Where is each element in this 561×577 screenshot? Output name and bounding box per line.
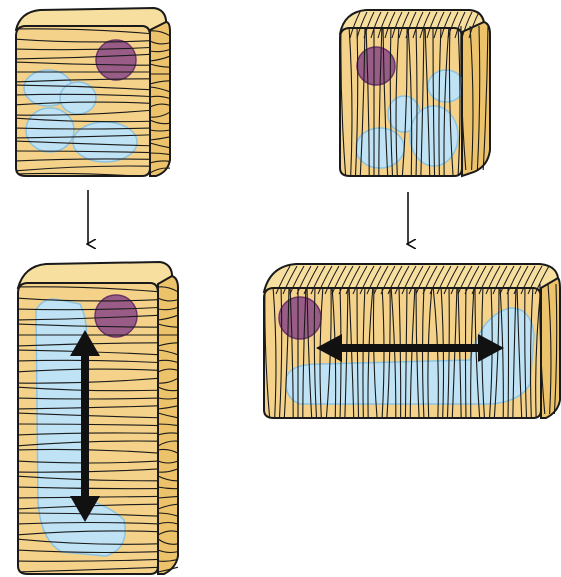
vacuole — [73, 122, 137, 162]
cell-longitudinal-expanded — [264, 264, 560, 420]
cell-transverse-small — [14, 8, 170, 177]
nucleus — [96, 40, 136, 80]
microtubule-line — [466, 286, 467, 420]
cell-transverse-elongated — [16, 262, 178, 574]
microtubule-line — [508, 286, 509, 420]
cell-longitudinal-small — [340, 10, 490, 178]
nucleus — [357, 47, 395, 85]
